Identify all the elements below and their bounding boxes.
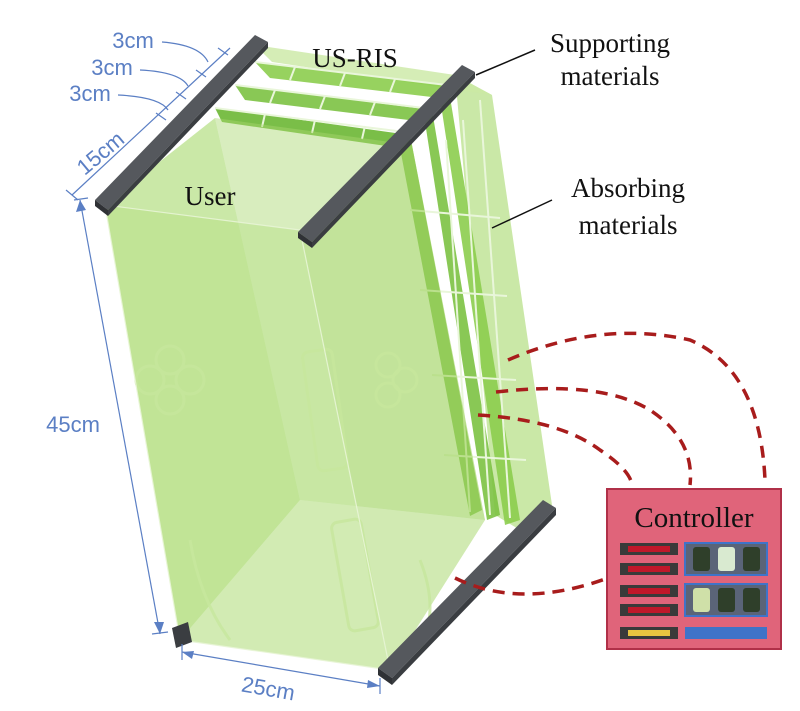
- supporting-materials-label-line1: Supporting: [550, 28, 670, 58]
- spacing-label-2: 3cm: [91, 55, 133, 80]
- controller-led-panel-top: [684, 542, 768, 576]
- ris-panel-stack: [214, 61, 527, 525]
- width-label: 25cm: [240, 672, 297, 706]
- spacing-arc-1: [161, 41, 209, 63]
- wire-1: [507, 331, 767, 481]
- width-dim-line: [181, 651, 381, 687]
- switch-indicator: [628, 546, 670, 552]
- controller-switch-column: [620, 543, 678, 639]
- us-ris-label: US-RIS: [312, 43, 398, 73]
- led-icon: [743, 547, 760, 571]
- support-rod-top-right-front: [298, 232, 312, 248]
- supporting-materials-label-line2: materials: [561, 61, 660, 91]
- dimension-lines: [65, 41, 381, 694]
- support-rod-bottom-right-front: [378, 668, 392, 685]
- controller-status-bar: [685, 627, 767, 639]
- led-icon: [743, 588, 760, 612]
- support-rod-top-right: [298, 65, 475, 242]
- switch-indicator: [628, 607, 670, 613]
- wire-3: [477, 413, 634, 486]
- support-rod-bottom-left: [172, 622, 192, 648]
- controller-label: Controller: [634, 502, 754, 534]
- controller-led-panel-bottom: [684, 583, 768, 617]
- depth-label: 15cm: [72, 126, 129, 180]
- support-rod-top-left-side: [108, 42, 268, 216]
- enclosure-edges: [104, 204, 391, 671]
- led-icon: [718, 547, 735, 571]
- support-rod-bottom-right-side: [392, 508, 556, 685]
- switch-indicator-yellow: [628, 630, 670, 636]
- depth-dim-line: [71, 47, 231, 196]
- supporting-rods: [95, 35, 556, 685]
- user-enclosure: [104, 118, 485, 671]
- ris-panel-layer-back: [255, 62, 520, 525]
- spacing-arc-2: [139, 69, 189, 87]
- absorbing-side-face: [455, 75, 552, 530]
- ris-tile-grid: [214, 61, 527, 519]
- absorbing-materials-label-line2: materials: [579, 210, 678, 240]
- height-label: 45cm: [46, 412, 100, 437]
- controller-box: Controller: [606, 488, 782, 650]
- user-label: User: [185, 181, 236, 211]
- spacing-arc-3: [117, 94, 169, 111]
- enclosure-back-face: [215, 118, 485, 520]
- supporting-leader: [475, 49, 536, 76]
- height-dim-line: [79, 199, 161, 635]
- enclosure-floor: [180, 500, 485, 670]
- diagram-labels: US-RIS User Supporting materials Absorbi…: [185, 28, 685, 240]
- label-leader-lines: [475, 49, 553, 229]
- spacing-label-1: 3cm: [112, 28, 154, 53]
- controller-wires: [454, 331, 767, 596]
- spacing-label-3: 3cm: [69, 81, 111, 106]
- support-rod-top-left-front: [95, 200, 108, 216]
- support-rod-top-left: [95, 35, 268, 210]
- absorbing-materials-label-line1: Absorbing: [571, 173, 685, 203]
- switch-indicator: [628, 588, 670, 594]
- absorbing-leader: [491, 199, 553, 229]
- led-icon: [718, 588, 735, 612]
- support-rod-top-right-side: [312, 72, 475, 248]
- switch-indicator: [628, 566, 670, 572]
- led-icon: [693, 588, 710, 612]
- led-icon: [693, 547, 710, 571]
- support-rod-bottom-right: [378, 500, 556, 678]
